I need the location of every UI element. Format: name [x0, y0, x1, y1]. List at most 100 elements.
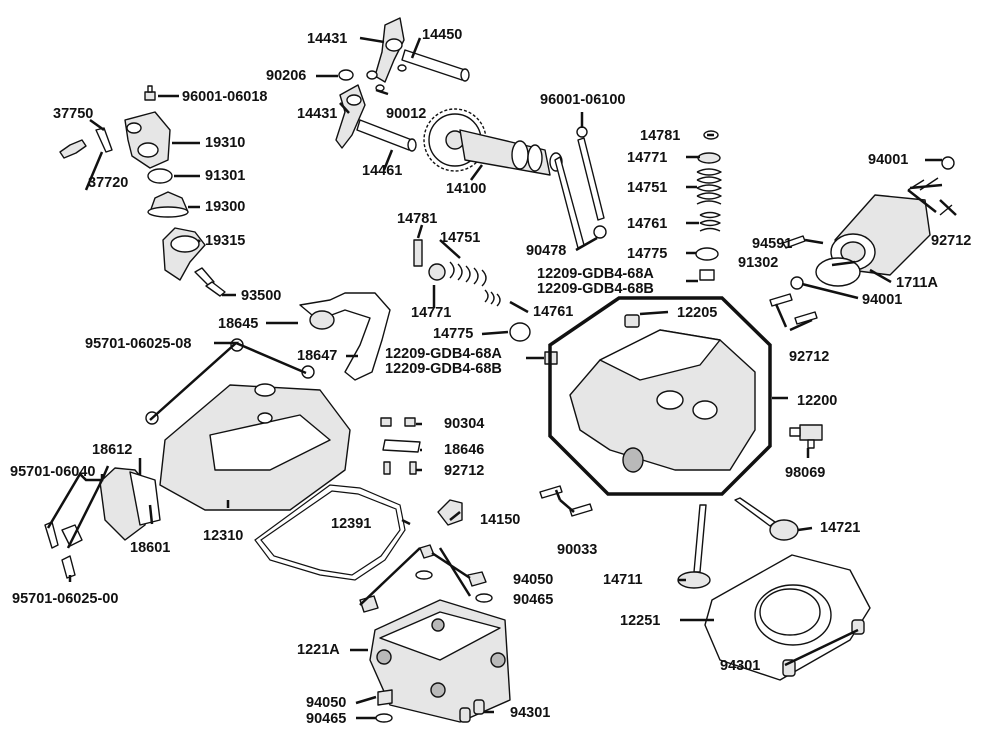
- label-14100: 14100: [446, 181, 487, 197]
- label-1711a: 1711A: [896, 275, 938, 291]
- label-90206: 90206: [266, 68, 307, 84]
- label-19315: 19315: [205, 233, 246, 249]
- label-18647: 18647: [297, 348, 338, 364]
- manifold-studs: [782, 156, 955, 290]
- spark-plug: [789, 424, 823, 449]
- temp-sensor: [59, 127, 113, 159]
- label-92712: 92712: [931, 233, 972, 249]
- camshaft: [459, 129, 563, 176]
- label-90478: 90478: [526, 243, 567, 259]
- label-98069: 98069: [785, 465, 826, 481]
- label-14775: 14775: [433, 326, 474, 342]
- label-12209-gdb4-68b: 12209-GDB4-68B: [385, 361, 502, 377]
- head-gasket: [704, 554, 871, 681]
- label-95701-06040: 95701-06040: [10, 464, 96, 480]
- exhaust-valve: [734, 497, 799, 541]
- water-outlet: [162, 227, 206, 281]
- leader-lines: [46, 36, 957, 720]
- rocker-arm-upper: [374, 17, 405, 83]
- label-94050: 94050: [306, 695, 347, 711]
- label-94591: 94591: [752, 236, 793, 252]
- holder-dowels: [459, 699, 485, 723]
- label-14461: 14461: [362, 163, 403, 179]
- valve-spring-right: [695, 130, 722, 281]
- thermostat: [147, 191, 189, 218]
- label-18645: 18645: [218, 316, 259, 332]
- label-95701-06025-00: 95701-06025-00: [12, 591, 119, 607]
- label-93500: 93500: [241, 288, 282, 304]
- cylinder-head-outline: [548, 296, 772, 496]
- label-14711: 14711: [603, 572, 643, 588]
- label-14721: 14721: [820, 520, 861, 536]
- label-14771: 14771: [411, 305, 452, 321]
- label-12200: 12200: [797, 393, 838, 409]
- cover-bolts: [44, 338, 315, 579]
- valve-cover: [159, 383, 351, 511]
- label-92712: 92712: [444, 463, 485, 479]
- rocker-shaft-lower: [356, 119, 417, 152]
- small-parts-cluster: [380, 417, 463, 526]
- screw-pair: [194, 267, 226, 297]
- cover-gasket: [254, 484, 406, 581]
- label-14751: 14751: [627, 180, 668, 196]
- label-96001-06018: 96001-06018: [182, 89, 268, 105]
- label-90033: 90033: [557, 542, 598, 558]
- label-14431: 14431: [297, 106, 338, 122]
- valve-spring-mid: [413, 239, 558, 365]
- label-12310: 12310: [203, 528, 244, 544]
- label-37750: 37750: [53, 106, 94, 122]
- label-94001: 94001: [868, 152, 909, 168]
- label-12209-gdb4-68a: 12209-GDB4-68A: [537, 266, 654, 282]
- label-19300: 19300: [205, 199, 246, 215]
- thermostat-housing: [124, 111, 171, 169]
- bolt-small: [144, 85, 156, 101]
- cylinder-head: [569, 314, 756, 473]
- label-90465: 90465: [306, 711, 347, 727]
- label-14150: 14150: [480, 512, 521, 528]
- label-14450: 14450: [422, 27, 463, 43]
- label-18646: 18646: [444, 442, 485, 458]
- label-94050: 94050: [513, 572, 554, 588]
- small-nut: [338, 64, 407, 92]
- label-14751: 14751: [440, 230, 481, 246]
- rocker-shaft-upper: [401, 49, 470, 82]
- label-94301: 94301: [510, 705, 551, 721]
- manifold-gasket: [815, 257, 861, 287]
- label-12209-gdb4-68b: 12209-GDB4-68B: [537, 281, 654, 297]
- label-18612: 18612: [92, 442, 133, 458]
- label-19310: 19310: [205, 135, 246, 151]
- label-12391: 12391: [331, 516, 372, 532]
- label-91302: 91302: [738, 255, 779, 271]
- label-37720: 37720: [88, 175, 129, 191]
- label-14781: 14781: [397, 211, 438, 227]
- intake-valve: [677, 504, 711, 589]
- label-96001-06100: 96001-06100: [540, 92, 626, 108]
- label-12205: 12205: [677, 305, 718, 321]
- label-14761: 14761: [533, 304, 574, 320]
- label-95701-06025-08: 95701-06025-08: [85, 336, 192, 352]
- label-94001: 94001: [862, 292, 903, 308]
- label-1221a: 1221A: [297, 642, 340, 658]
- label-14781: 14781: [640, 128, 681, 144]
- label-14761: 14761: [627, 216, 668, 232]
- decomp-cover: [99, 467, 161, 541]
- push-rods: [554, 126, 607, 249]
- label-14771: 14771: [627, 150, 668, 166]
- label-14431: 14431: [307, 31, 348, 47]
- label-91301: 91301: [205, 168, 246, 184]
- breather-pipe: [299, 292, 391, 381]
- label-90012: 90012: [386, 106, 427, 122]
- dowel-pins: [539, 293, 818, 517]
- label-18601: 18601: [130, 540, 171, 556]
- label-90465: 90465: [513, 592, 554, 608]
- label-14775: 14775: [627, 246, 668, 262]
- rocker-arm-holder: [369, 599, 511, 723]
- label-12209-gdb4-68a: 12209-GDB4-68A: [385, 346, 502, 362]
- rocker-arm-lower: [335, 84, 366, 149]
- label-12251: 12251: [620, 613, 661, 629]
- label-94301: 94301: [720, 658, 761, 674]
- o-ring: [147, 168, 173, 184]
- label-90304: 90304: [444, 416, 485, 432]
